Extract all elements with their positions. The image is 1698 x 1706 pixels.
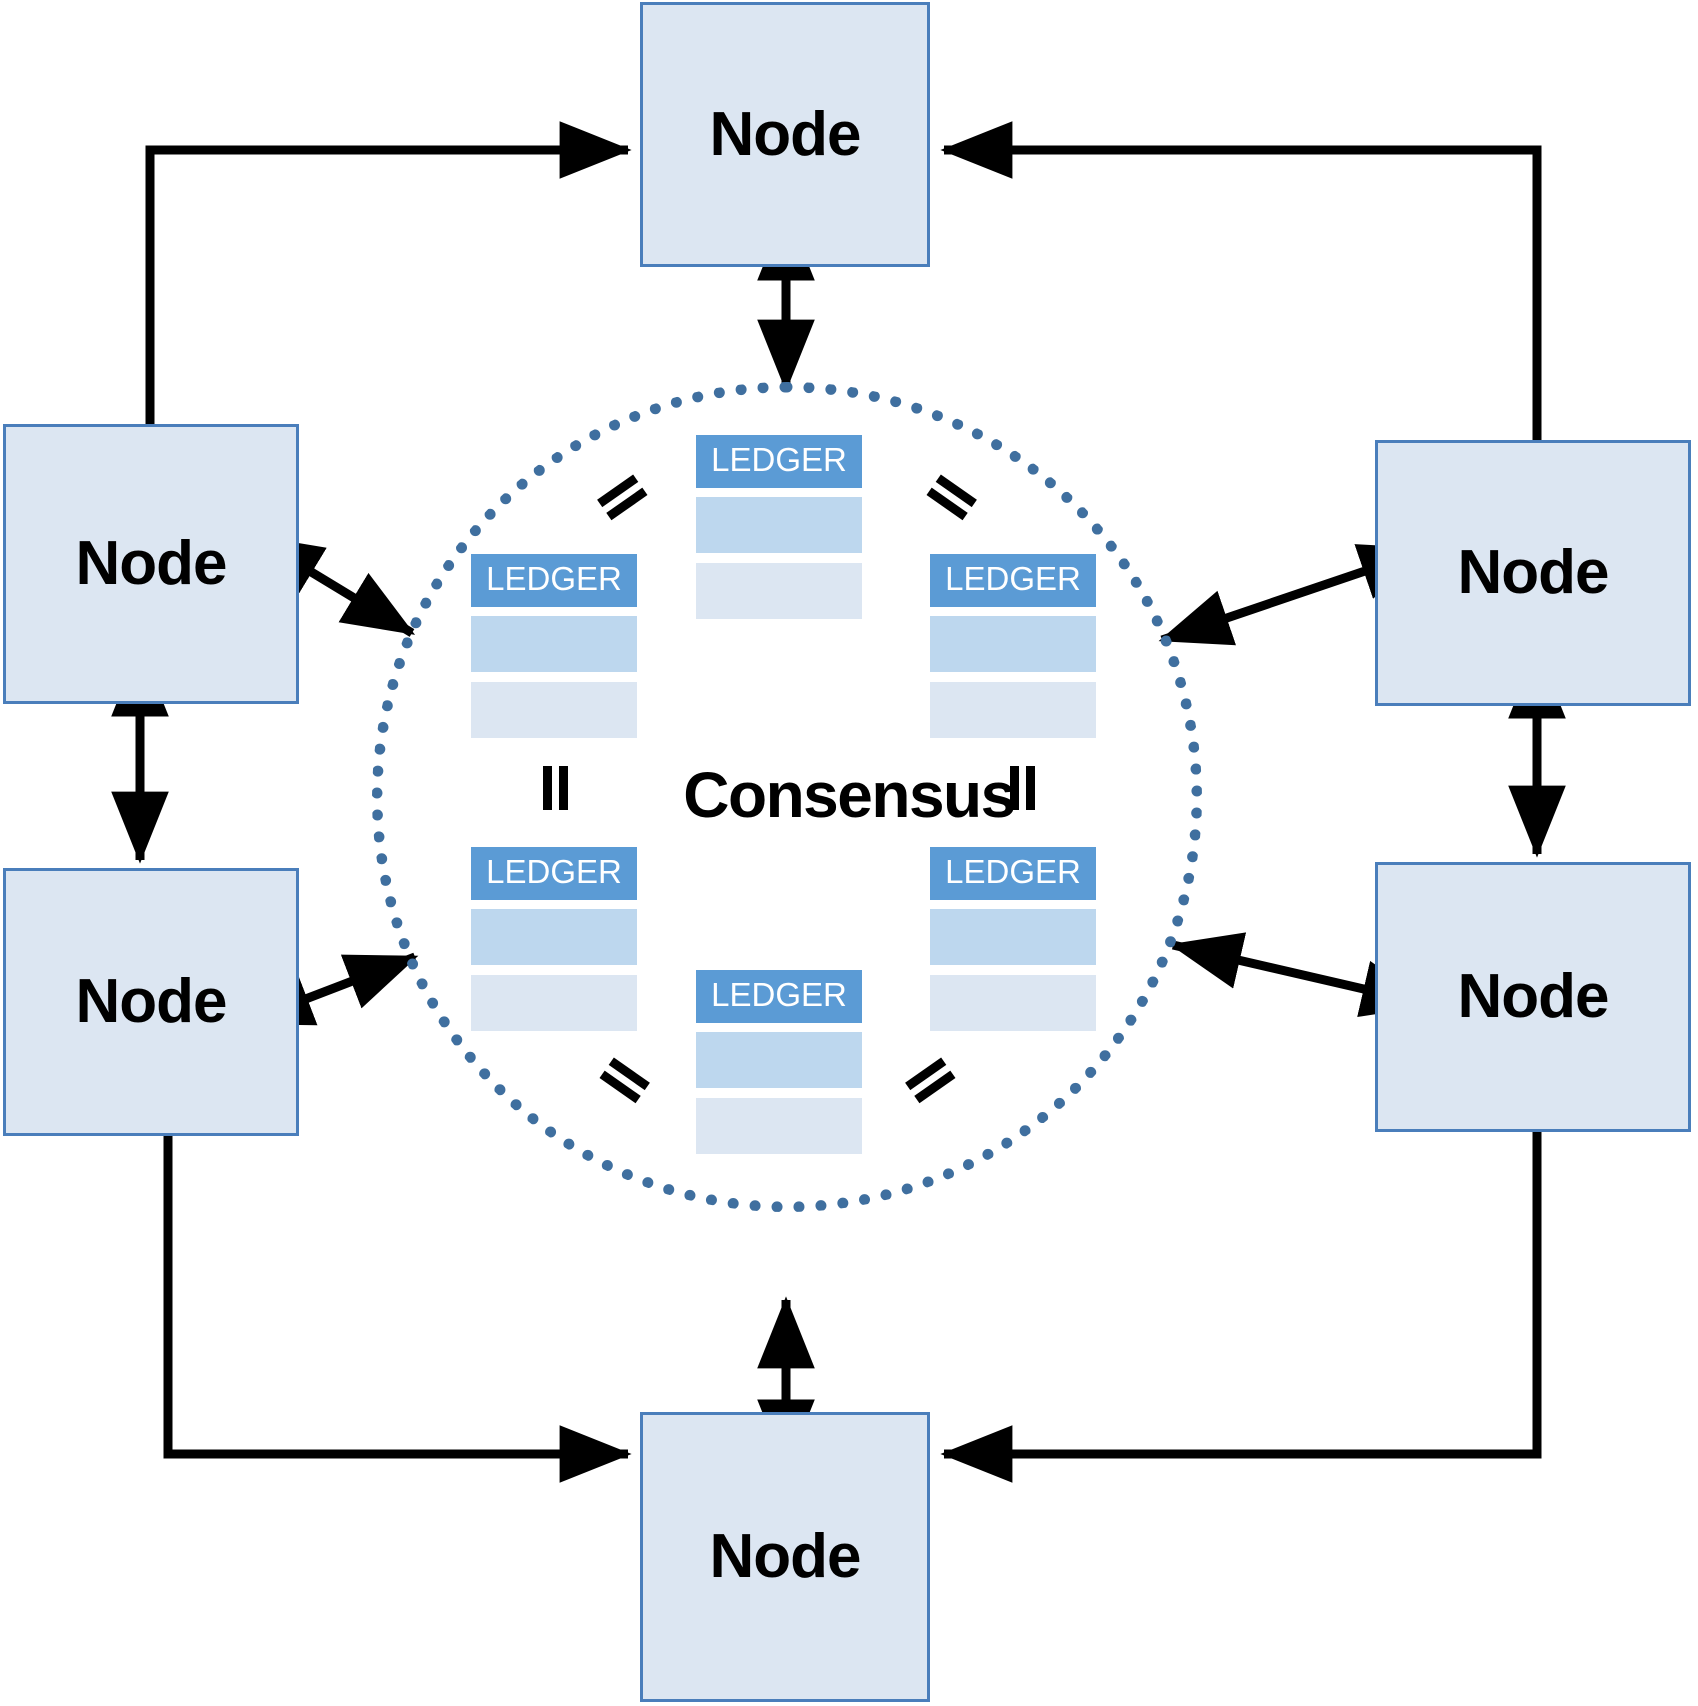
node-label: Node — [709, 99, 862, 169]
node-box-right-lower[interactable]: Node — [1375, 862, 1691, 1132]
ledger-row-light — [696, 563, 862, 619]
arrow-leftupper-to-top — [145, 121, 632, 424]
node-label: Node — [75, 967, 228, 1036]
consensus-label: Consensus — [683, 759, 1016, 831]
arrow-leftupper-consensus — [250, 535, 416, 637]
ledger-row-light — [471, 682, 637, 738]
node-box-right-upper[interactable]: Node — [1375, 440, 1691, 706]
ledger-header-label: LEDGER — [471, 554, 637, 607]
equals-icon-bottom-right — [901, 1051, 960, 1109]
ledger-row-dark — [930, 616, 1096, 672]
ledger-row-dark — [471, 616, 637, 672]
ledger-row-light — [930, 682, 1096, 738]
equals-icon-mid-left — [535, 766, 575, 810]
node-box-left-upper[interactable]: Node — [3, 424, 299, 704]
ledger-row-dark — [696, 1032, 862, 1088]
ledger-row-dark — [471, 909, 637, 965]
node-label: Node — [1457, 962, 1610, 1031]
node-label: Node — [709, 1522, 862, 1591]
node-label: Node — [75, 529, 228, 598]
node-box-bottom[interactable]: Node — [640, 1412, 930, 1702]
node-box-left-lower[interactable]: Node — [3, 868, 299, 1136]
ledger-card-top[interactable]: LEDGER — [696, 435, 862, 619]
ledger-header-label: LEDGER — [696, 435, 862, 488]
ledger-card-right-lower[interactable]: LEDGER — [930, 847, 1096, 1031]
equals-icon-top-right — [923, 468, 982, 526]
ledger-row-dark — [930, 909, 1096, 965]
ledger-row-light — [471, 975, 637, 1031]
ledger-card-right-upper[interactable]: LEDGER — [930, 554, 1096, 738]
ledger-row-light — [930, 975, 1096, 1031]
ledger-row-light — [696, 1098, 862, 1154]
ledger-row-dark — [696, 497, 862, 553]
equals-icon-bottom-left — [596, 1051, 655, 1109]
ledger-header-label: LEDGER — [930, 847, 1096, 900]
equals-icon-mid-right — [1002, 766, 1042, 810]
node-label: Node — [1457, 538, 1610, 607]
ledger-card-left-lower[interactable]: LEDGER — [471, 847, 637, 1031]
equals-icon-top-left — [593, 468, 652, 526]
ledger-header-label: LEDGER — [930, 554, 1096, 607]
ledger-card-left-upper[interactable]: LEDGER — [471, 554, 637, 738]
arrow-leftlower-consensus — [239, 952, 419, 1026]
ledger-header-label: LEDGER — [471, 847, 637, 900]
ledger-header-label: LEDGER — [696, 970, 862, 1023]
arrow-rightlower-to-bottom — [940, 1132, 1542, 1483]
arrow-top-to-rightupper — [940, 121, 1542, 440]
arrow-rightupper-consensus — [1158, 544, 1432, 646]
node-box-top[interactable]: Node — [640, 2, 930, 267]
arrow-rightlower-consensus — [1169, 932, 1434, 1018]
arrow-bottom-to-leftlower — [163, 1136, 632, 1483]
ledger-card-bottom[interactable]: LEDGER — [696, 970, 862, 1154]
